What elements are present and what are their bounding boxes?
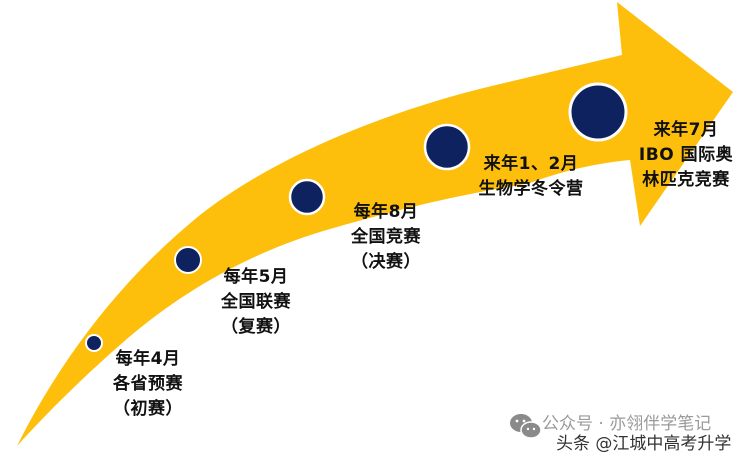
- milestone-dot-2: [174, 246, 202, 274]
- milestone-2-date: 每年5月: [223, 267, 289, 287]
- milestone-label-3: 每年8月 全国竞赛 （决赛）: [338, 200, 434, 275]
- watermark-official-account: 公众号 · 亦翎伴学笔记: [542, 414, 712, 434]
- milestone-label-1: 每年4月 各省预赛 （初赛）: [100, 347, 196, 422]
- milestone-1-date: 每年4月: [115, 349, 181, 369]
- milestone-dot-4: [423, 123, 471, 171]
- milestone-5-event: IBO 国际奥: [638, 145, 734, 165]
- wechat-icon: [510, 414, 542, 439]
- milestone-2-stage: （复赛）: [221, 317, 291, 337]
- watermark: 公众号 · 亦翎伴学笔记 头条 @江城中高考升学: [500, 405, 755, 455]
- milestone-dot-1: [85, 334, 103, 352]
- milestone-1-event: 各省预赛: [113, 374, 183, 394]
- milestone-2-event: 全国联赛: [221, 292, 291, 312]
- milestone-3-stage: （决赛）: [351, 252, 421, 272]
- milestone-4-event: 生物学冬令营: [478, 179, 584, 199]
- milestone-label-2: 每年5月 全国联赛 （复赛）: [208, 265, 304, 340]
- watermark-toutiao: 头条 @江城中高考升学: [556, 434, 732, 454]
- milestone-3-date: 每年8月: [353, 202, 419, 222]
- milestone-dot-3: [288, 178, 326, 216]
- milestone-1-stage: （初赛）: [113, 399, 183, 419]
- milestone-label-4: 来年1、2月 生物学冬令营: [466, 152, 596, 202]
- milestone-4-date: 来年1、2月: [483, 154, 579, 174]
- milestone-label-5: 来年7月 IBO 国际奥 林匹克竞赛: [626, 118, 746, 193]
- milestone-3-event: 全国竞赛: [351, 227, 421, 247]
- arrow-shape: [17, 2, 733, 446]
- milestone-dot-5: [568, 82, 628, 142]
- milestone-5-date: 来年7月: [653, 120, 719, 140]
- milestone-5-event-cont: 林匹克竞赛: [642, 170, 730, 190]
